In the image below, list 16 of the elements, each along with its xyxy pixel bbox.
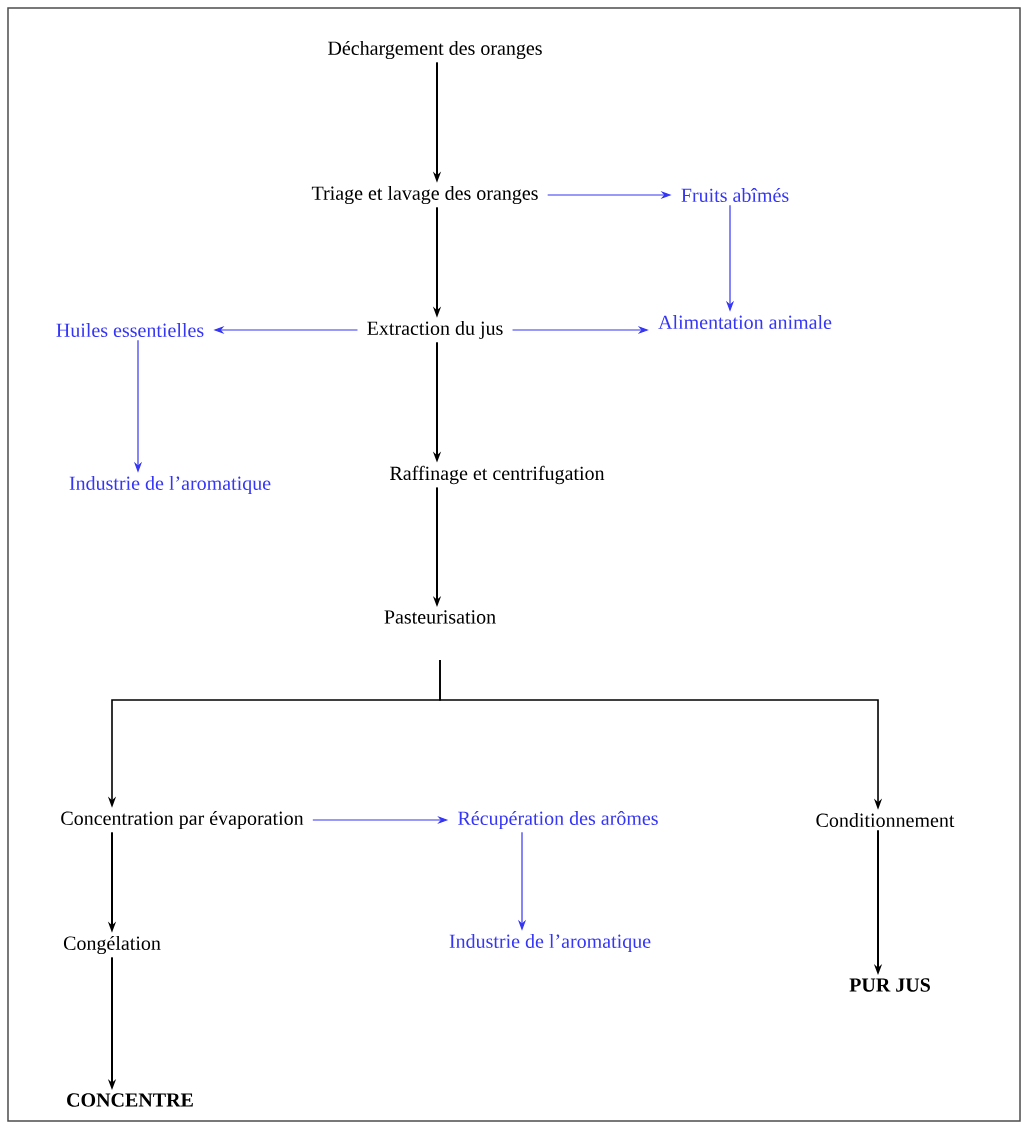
step-text: Raffinage et centrifugation	[390, 465, 605, 485]
step-text: Déchargement des oranges	[328, 40, 542, 60]
step-text: Congélation	[63, 935, 161, 955]
by-product-text: Alimentation animale	[658, 314, 832, 330]
by-product-text: Fruits abîmés	[681, 187, 789, 203]
step-text: Concentration par évaporation	[61, 810, 304, 830]
step-text: Triage et lavage des oranges	[311, 185, 538, 205]
by-product-text: Huiles essentielles	[56, 322, 204, 338]
step-text: Conditionnement	[816, 812, 955, 828]
end-product-text: CONCENTRE	[67, 1093, 193, 1107]
by-product-text: Industrie de l’aromatique	[449, 933, 651, 953]
step-text: Pasteurisation	[384, 610, 496, 624]
step-text: Extraction du jus	[367, 320, 503, 340]
end-product-text: PUR JUS	[849, 978, 930, 992]
by-product-text: Récupération des arômes	[458, 810, 658, 830]
by-product-text: Industrie de l’aromatique	[69, 475, 271, 495]
